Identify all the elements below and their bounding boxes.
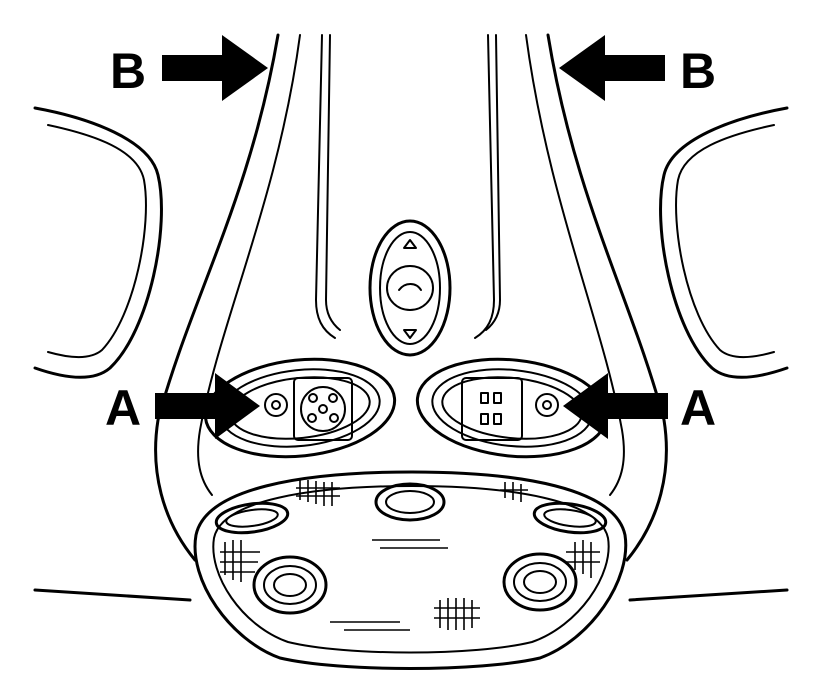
right-screw-icon <box>535 393 559 417</box>
headliner-edge <box>33 588 789 602</box>
left-screw-icon <box>264 393 288 417</box>
callout-b-left: B <box>110 43 146 99</box>
right-sun-visor <box>659 106 789 379</box>
arrow-a-left <box>155 373 260 439</box>
arrow-b-left <box>162 35 268 101</box>
callout-a-right: A <box>680 380 716 436</box>
arrow-b-right <box>559 35 665 101</box>
console-hatching <box>220 480 600 631</box>
sunroof-switch <box>368 219 452 357</box>
callout-b-right: B <box>680 43 716 99</box>
roof-trim-panel <box>154 33 668 562</box>
callout-a-left: A <box>105 380 141 436</box>
arrow-a-right <box>563 373 668 439</box>
lamp-console <box>193 470 628 670</box>
left-sun-visor <box>33 106 163 379</box>
